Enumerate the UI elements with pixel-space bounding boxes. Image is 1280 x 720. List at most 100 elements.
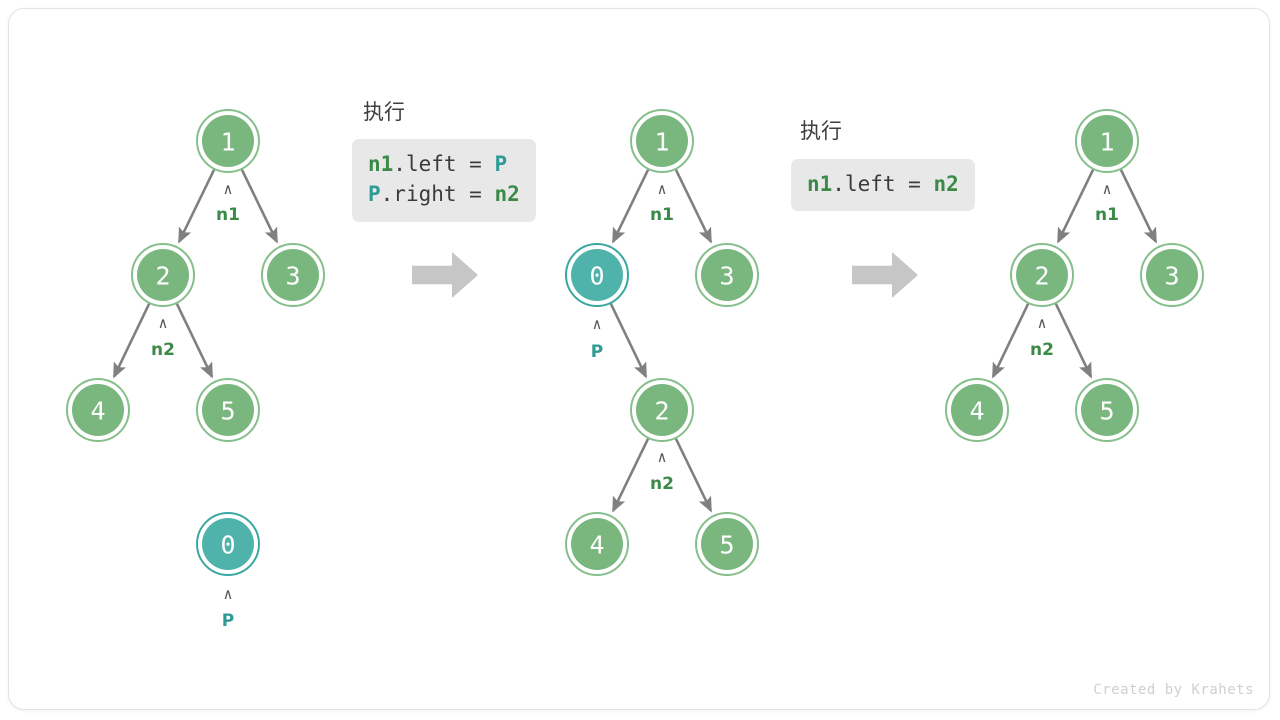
pointer-label-n2: n2 [151,340,175,360]
pointer-caret-icon: ∧ [223,585,232,603]
node-value: 4 [969,397,984,426]
pointer-caret-icon: ∧ [592,315,601,333]
node-value: 0 [589,262,604,291]
tree-node-2: 2 [630,378,694,442]
tree-node-0: 0 [196,512,260,576]
pointer-caret-icon: ∧ [1037,314,1046,332]
node-circle [72,384,124,436]
node-ring [565,512,629,576]
exec-label-step-2: 执行 [363,100,405,124]
tree-node-5: 5 [196,378,260,442]
node-circle [137,249,189,301]
tree-edge [112,303,151,379]
tree-edge [611,438,650,513]
tree-node-2: 2 [1010,243,1074,307]
tree-edge [609,303,648,379]
node-circle [701,249,753,301]
node-ring [565,243,629,307]
node-value: 3 [1164,262,1179,291]
node-circle [1146,249,1198,301]
code-line: n1.left = n2 [807,169,959,199]
node-value: 2 [155,262,170,291]
code-token: .left = [832,172,934,196]
code-line: P.right = n2 [368,179,520,209]
node-ring [1010,243,1074,307]
pointer-label-n1: n1 [216,205,240,225]
node-ring [945,378,1009,442]
tree-edges-layer [112,169,1158,513]
node-value: 2 [1034,262,1049,291]
node-ring [66,378,130,442]
pointer-label-n2: n2 [1030,340,1054,360]
tree-edge [991,303,1030,379]
step-transition-arrow [852,252,918,298]
pointer-caret-icon: ∧ [657,448,666,466]
node-value: 3 [285,262,300,291]
code-line: n1.left = P [368,149,520,179]
node-circle [1016,249,1068,301]
node-ring [630,109,694,173]
node-ring [630,378,694,442]
tree-node-1: 1 [1075,109,1139,173]
code-box-step-3: n1.left = n2 [791,159,975,212]
node-circle [267,249,319,301]
tree-node-5: 5 [695,512,759,576]
tree-node-1: 1 [630,109,694,173]
tree-edge [611,169,650,244]
tree-node-1: 1 [196,109,260,173]
node-ring [1075,109,1139,173]
node-circle [202,384,254,436]
pointer-label-n1: n1 [1095,205,1119,225]
node-circle [571,518,623,570]
node-value: 1 [1099,128,1114,157]
node-circle [636,115,688,167]
pointer-caret-icon: ∧ [1102,180,1111,198]
node-value: 2 [654,397,669,426]
code-token: n1 [807,172,833,196]
node-ring [196,512,260,576]
pointer-caret-icon: ∧ [657,180,666,198]
pointer-label-n1: n1 [650,205,674,225]
node-circle [951,384,1003,436]
node-ring [695,243,759,307]
node-value: 1 [220,128,235,157]
node-value: 4 [589,531,604,560]
tree-node-3: 3 [261,243,325,307]
tree-node-4: 4 [565,512,629,576]
watermark: Created by Krahets [1093,682,1254,698]
code-token: n2 [933,172,959,196]
tree-edge [177,169,216,244]
node-ring [1075,378,1139,442]
tree-edge [1054,303,1093,379]
pointer-caret-icon: ∧ [158,314,167,332]
node-ring [695,512,759,576]
code-token: P [368,182,381,207]
tree-node-4: 4 [66,378,130,442]
tree-edge [1056,169,1095,244]
tree-edge [674,169,713,244]
code-token: .right = [380,182,495,207]
node-value: 5 [719,531,734,560]
node-circle [202,518,254,570]
tree-node-0: 0 [565,243,629,307]
node-circle [701,518,753,570]
tree-node-2: 2 [131,243,195,307]
node-circle [1081,115,1133,167]
node-value: 0 [220,531,235,560]
tree-edge [674,438,713,513]
pointer-label-n2: n2 [650,474,674,494]
node-circle [202,115,254,167]
tree-node-3: 3 [1140,243,1204,307]
code-token: n2 [494,182,520,207]
node-value: 1 [654,128,669,157]
tree-node-4: 4 [945,378,1009,442]
pointer-caret-icon: ∧ [223,180,232,198]
tree-node-5: 5 [1075,378,1139,442]
tree-edge [1119,169,1158,244]
node-value: 3 [719,262,734,291]
exec-label-step-3: 执行 [800,119,842,143]
step-transition-arrow [412,252,478,298]
